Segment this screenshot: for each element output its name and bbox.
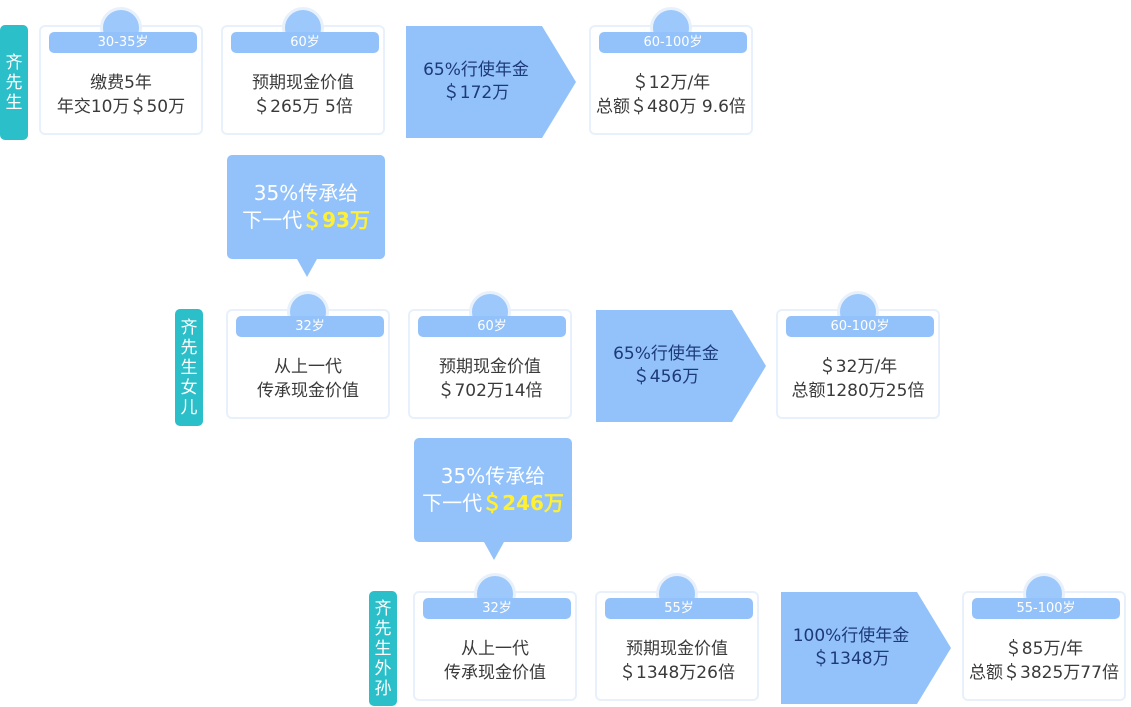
card-cash-value: 60岁 预期现金价值 ＄702万14倍 — [408, 291, 572, 419]
card-line: 预期现金价值 — [626, 639, 728, 659]
card-line: 预期现金价值 — [439, 357, 541, 377]
label-char: 外 — [374, 658, 392, 679]
card-body: ＄12万/年 总额＄480万 9.6倍 — [591, 71, 751, 119]
age-bar: 32岁 — [236, 316, 384, 337]
label-char: 生 — [374, 638, 392, 659]
card-line: 传承现金价值 — [444, 663, 546, 683]
card-result: 60-100岁 ＄32万/年 总额1280万25倍 — [776, 291, 940, 419]
card-cash-value: 55岁 预期现金价值 ＄1348万26倍 — [595, 573, 759, 701]
callout-line: 35%传承给 — [253, 181, 359, 205]
label-char: 齐 — [180, 317, 198, 338]
card-body: ＄85万/年 总额＄3825万77倍 — [964, 637, 1124, 685]
age-bar: 55-100岁 — [972, 598, 1120, 619]
label-char: 齐 — [374, 598, 392, 619]
card-body: 缴费5年 年交10万＄50万 — [41, 71, 201, 119]
arrow-shape — [406, 26, 576, 138]
label-char: 女 — [180, 377, 198, 398]
callout-line: 下一代＄246万 — [414, 490, 572, 517]
card-line: ＄702万14倍 — [437, 381, 543, 401]
row-label-daughter: 齐 先 生 女 儿 — [175, 309, 203, 426]
card-body: 从上一代 传承现金价值 — [415, 637, 575, 685]
card-line: 总额＄3825万77倍 — [969, 663, 1119, 683]
arrow-text: 65%行使年金 ＄172万 — [406, 59, 546, 105]
card-body: 预期现金价值 ＄702万14倍 — [410, 355, 570, 403]
card-line: ＄1348万26倍 — [619, 663, 735, 683]
card-line: 从上一代 — [461, 639, 529, 659]
callout-amount: ＄246万 — [482, 491, 564, 515]
card-line: 总额＄480万 9.6倍 — [596, 97, 746, 117]
callout-line: 下一代＄93万 — [227, 207, 385, 234]
card-inherit: 32岁 从上一代 传承现金价值 — [226, 291, 390, 419]
label-char: 孙 — [374, 678, 392, 699]
annuity-arrow: 65%行使年金 ＄172万 — [406, 26, 576, 138]
arrow-line: 65%行使年金 — [613, 344, 719, 364]
row-label-qi: 齐 先 生 — [0, 25, 28, 140]
arrow-text: 100%行使年金 ＄1348万 — [781, 625, 921, 671]
age-bar: 55岁 — [605, 598, 753, 619]
label-char: 生 — [5, 92, 23, 113]
row-label-grandson: 齐 先 生 外 孙 — [369, 591, 397, 706]
label-char: 先 — [5, 72, 23, 93]
label-char: 先 — [180, 337, 198, 358]
age-bar: 60-100岁 — [786, 316, 934, 337]
age-bar: 60岁 — [418, 316, 566, 337]
age-bar: 30-35岁 — [49, 32, 197, 53]
arrow-shape — [781, 592, 951, 704]
annuity-arrow: 100%行使年金 ＄1348万 — [781, 592, 951, 704]
card-line: 传承现金价值 — [257, 381, 359, 401]
card-line: 缴费5年 — [90, 73, 152, 93]
arrow-line: 100%行使年金 — [792, 626, 910, 646]
callout-pointer — [484, 542, 504, 560]
card-body: 预期现金价值 ＄1348万26倍 — [597, 637, 757, 685]
card-line: 年交10万＄50万 — [56, 97, 186, 117]
annuity-arrow: 65%行使年金 ＄456万 — [596, 310, 766, 422]
age-bar: 32岁 — [423, 598, 571, 619]
card-result: 55-100岁 ＄85万/年 总额＄3825万77倍 — [962, 573, 1126, 701]
inheritance-callout: 35%传承给 下一代＄93万 — [227, 155, 385, 277]
label-char: 齐 — [5, 52, 23, 73]
card-line: ＄265万 5倍 — [253, 97, 353, 117]
card-line: ＄12万/年 — [631, 73, 711, 93]
callout-pointer — [297, 259, 317, 277]
callout-text: 下一代 — [242, 208, 303, 232]
card-body: ＄32万/年 总额1280万25倍 — [778, 355, 938, 403]
age-bar: 60-100岁 — [599, 32, 747, 53]
label-char: 生 — [180, 357, 198, 378]
card-cash-value: 60岁 预期现金价值 ＄265万 5倍 — [221, 7, 385, 135]
callout-amount: ＄93万 — [302, 208, 370, 232]
card-line: 从上一代 — [274, 357, 342, 377]
label-char: 先 — [374, 618, 392, 639]
arrow-text: 65%行使年金 ＄456万 — [596, 343, 736, 389]
arrow-line: ＄456万 — [632, 367, 700, 387]
card-line: 预期现金价值 — [252, 73, 354, 93]
card-line: ＄32万/年 — [818, 357, 898, 377]
arrow-line: ＄172万 — [442, 83, 510, 103]
arrow-shape — [596, 310, 766, 422]
callout-text: 下一代 — [422, 491, 483, 515]
arrow-line: ＄1348万 — [812, 649, 890, 669]
inheritance-callout: 35%传承给 下一代＄246万 — [414, 438, 572, 560]
card-payment: 30-35岁 缴费5年 年交10万＄50万 — [39, 7, 203, 135]
card-line: ＄85万/年 — [1004, 639, 1084, 659]
label-char: 儿 — [180, 397, 198, 418]
card-body: 预期现金价值 ＄265万 5倍 — [223, 71, 383, 119]
card-body: 从上一代 传承现金价值 — [228, 355, 388, 403]
card-result: 60-100岁 ＄12万/年 总额＄480万 9.6倍 — [589, 7, 753, 135]
callout-line: 35%传承给 — [440, 464, 546, 488]
arrow-line: 65%行使年金 — [423, 60, 529, 80]
card-line: 总额1280万25倍 — [791, 381, 925, 401]
age-bar: 60岁 — [231, 32, 379, 53]
card-inherit: 32岁 从上一代 传承现金价值 — [413, 573, 577, 701]
